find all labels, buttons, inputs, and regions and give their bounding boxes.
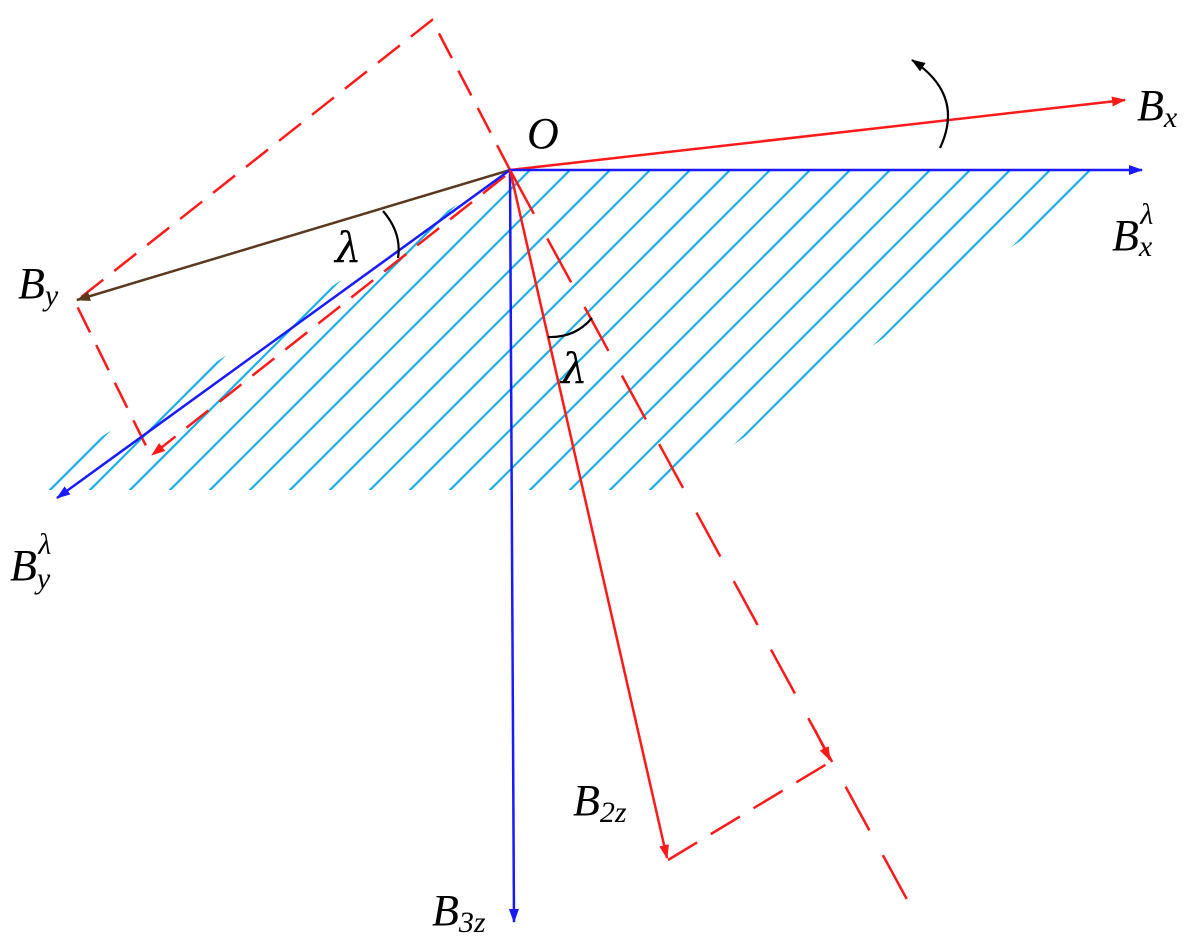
angle-label-top: λ	[333, 223, 362, 272]
angle-arc-mid	[547, 317, 593, 339]
hatch-line	[359, 170, 701, 490]
hatch-line	[479, 170, 821, 490]
dashed-b2z-perpendicular	[667, 760, 831, 862]
hatch-line	[1160, 160, 1200, 500]
hatch-line	[439, 170, 781, 490]
hatch-line	[519, 170, 861, 490]
hatch-line	[319, 170, 661, 490]
hatch-line	[20, 170, 221, 490]
hatch-line	[399, 170, 741, 490]
hatch-line	[159, 170, 501, 490]
hatch-line	[959, 170, 1120, 490]
angle-label-mid: λ	[559, 344, 588, 393]
hatch-line	[239, 170, 581, 490]
bx-axis	[509, 96, 1126, 172]
curved-arrow-icon	[911, 59, 949, 149]
dashed-z-projection-line	[508, 169, 912, 906]
b3z-label: B3z	[432, 886, 486, 939]
hatched-plane	[20, 160, 1200, 500]
b2z-axis	[508, 169, 669, 859]
hatch-line	[599, 170, 941, 490]
b3z-axis	[508, 169, 519, 923]
bx-lambda-label: Bxλ	[1112, 198, 1153, 263]
hatch-line	[279, 170, 621, 490]
by-label: By	[18, 259, 59, 312]
b2z-label: B2z	[573, 776, 627, 829]
hatch-line	[999, 170, 1120, 490]
hatch-line	[919, 170, 1120, 490]
hatch-line	[639, 170, 981, 490]
bx-label: Bx	[1137, 81, 1178, 134]
by-lambda-label: Byλ	[10, 528, 51, 595]
hatch-line	[199, 170, 541, 490]
dashed-z-projection-arrow	[813, 729, 832, 761]
hatch-line	[559, 170, 901, 490]
by-lambda-axis	[56, 168, 511, 500]
origin-label: O	[527, 109, 559, 158]
hatch-line	[20, 170, 141, 490]
hatch-line	[20, 170, 301, 490]
angle-arc-top	[382, 210, 400, 259]
dashed-by-projection	[151, 175, 506, 456]
by-axis	[76, 168, 511, 302]
dashed-projection-rect	[73, 18, 512, 459]
